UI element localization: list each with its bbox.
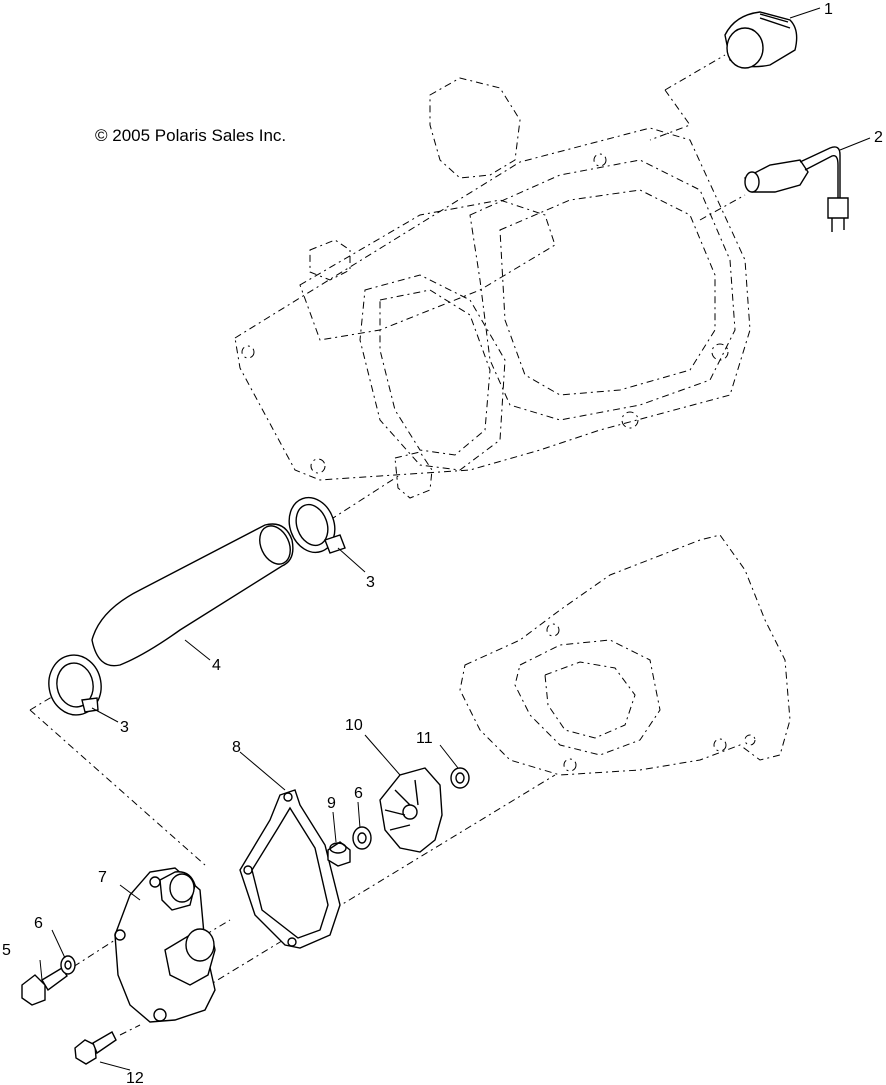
callout-12: 12 [126,1070,144,1085]
bolt-5 [21,967,68,1006]
hose-clamp-upper [288,496,346,554]
callout-7: 7 [98,869,107,886]
washer-6b [352,826,372,850]
callout-6a: 6 [34,915,43,932]
cylinder-head-outline [234,77,751,499]
pump-gasket [239,789,341,949]
water-pump-cover [114,867,216,1023]
callout-3a: 3 [366,574,375,591]
impeller-nut [450,767,470,789]
assembly-centerlines [29,54,746,1036]
callout-11: 11 [416,730,433,747]
copyright-notice: © 2005 Polaris Sales Inc. [95,126,287,145]
crankcase-outline [459,534,791,776]
callout-9: 9 [327,795,336,812]
callout-8: 8 [232,739,241,756]
temperature-sensor [744,146,849,232]
pump-seal [327,841,351,867]
water-pump-impeller [379,767,443,853]
callout-2: 2 [874,129,883,146]
washer-6a [60,955,76,975]
callout-3b: 3 [120,719,129,736]
callout-5: 5 [2,942,11,959]
callout-10: 10 [345,717,363,734]
coolant-hose [91,523,294,667]
bolt-12 [74,1031,117,1065]
thermostat-cap [724,11,798,69]
callout-1: 1 [824,1,833,18]
callout-4: 4 [212,657,221,674]
callout-6b: 6 [354,785,363,802]
callout-leaders [39,7,871,1071]
hose-clamp-lower [48,654,102,716]
